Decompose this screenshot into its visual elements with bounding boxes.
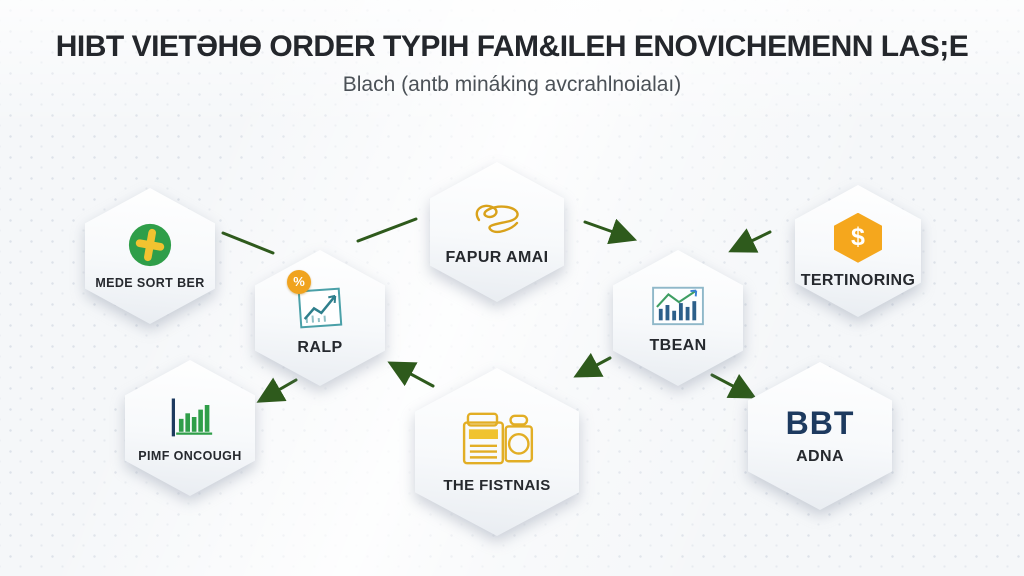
line-chart-icon: % <box>287 269 347 330</box>
node-bbt-adna: BBT ADNA <box>748 362 892 510</box>
dollar-glyph: $ <box>851 223 865 252</box>
dollar-hexagon-icon: $ <box>834 212 882 263</box>
hexagon: % RALP <box>255 250 385 386</box>
hexagon: PIMF ONCOUGH <box>125 360 255 496</box>
growth-bars-icon <box>164 393 216 441</box>
gold-scribble-icon <box>465 198 529 240</box>
page-subtitle: Blach (antb mináking avcrahlnoialaı) <box>342 73 682 96</box>
hexagon: FAPUR AMAI <box>430 162 564 302</box>
node-tbean: TBEAN <box>613 250 743 386</box>
node-label: MEDE SORT BER <box>95 275 205 290</box>
node-pimf-oncough: PIMF ONCOUGH <box>125 360 255 496</box>
arrow-tertinoring-to-tbean <box>728 228 772 253</box>
hexagon: MEDE SORT BER <box>85 188 215 324</box>
node-label: ADNA <box>796 447 844 465</box>
node-label: TERTINORING <box>800 271 916 289</box>
node-label: TBEAN <box>649 336 707 354</box>
arrow-fapur-to-tbean <box>583 218 638 245</box>
arrow-tbean-to-fistnais <box>573 352 612 378</box>
connector-mede-to-ralp <box>221 231 275 255</box>
hexagon: $ TERTINORING <box>795 185 921 317</box>
connector-ralp-to-fapur <box>356 217 418 243</box>
hexagon: TBEAN <box>613 250 743 386</box>
node-fapur-amai: FAPUR AMAI <box>430 162 564 302</box>
bbt-logo: BBT <box>785 404 855 441</box>
node-mede-sort-ber: MEDE SORT BER <box>85 188 215 324</box>
node-the-fistnais: THE FISTNAIS <box>415 368 579 536</box>
gold-machine-icon <box>456 409 538 469</box>
node-tertinoring: $ TERTINORING <box>795 185 921 317</box>
node-ralp: % RALP <box>255 250 385 386</box>
node-label: THE FISTNAIS <box>443 477 551 495</box>
plus-circle-icon <box>127 222 173 268</box>
arrow-ralp-to-pimf <box>256 377 298 403</box>
hexagon: THE FISTNAIS <box>415 368 579 536</box>
hexagon: BBT ADNA <box>748 362 892 510</box>
arrow-tbean-to-bbt <box>710 373 757 399</box>
page-title: HIBT VIETƏHƟ ORDER TYPIH FAM&ILEH ENOVIC… <box>55 30 969 63</box>
node-label: RALP <box>297 338 343 356</box>
bar-trend-chart-icon <box>649 282 707 328</box>
node-label: FAPUR AMAI <box>445 248 549 266</box>
arrow-fistnais-to-ralp <box>387 361 435 388</box>
percent-badge: % <box>287 269 311 294</box>
node-label: PIMF ONCOUGH <box>138 448 242 463</box>
